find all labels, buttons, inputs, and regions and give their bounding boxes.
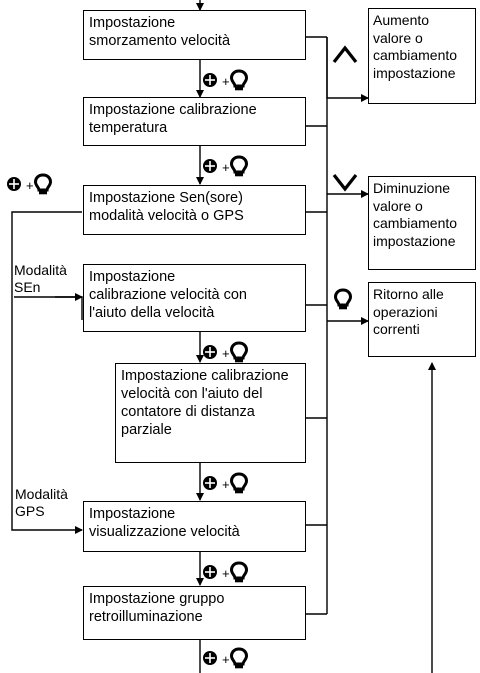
- branch-sen-line: [14, 296, 83, 320]
- box-temperatura: Impostazione calibrazione temperatura: [83, 97, 306, 146]
- bulb-button-icon: [34, 173, 52, 196]
- label-modalita-gps: Modalità GPS: [15, 486, 68, 519]
- clock-button-icon: [202, 158, 218, 174]
- combo-1: +: [202, 69, 248, 92]
- mode-branch-connectors: [11, 211, 83, 534]
- box-ritorno: Ritorno alle operazioni correnti: [368, 282, 476, 357]
- right-connectors: [306, 36, 436, 673]
- clock-button-icon: [202, 564, 218, 580]
- clock-button-icon: [202, 344, 218, 360]
- clock-button-icon: [202, 475, 218, 491]
- bulb-button-icon: [230, 341, 248, 364]
- plus-sign: +: [26, 178, 34, 193]
- box-smorzamento: Impostazione smorzamento velocità: [83, 10, 306, 60]
- label-modalita-sen: Modalità SEn: [14, 262, 67, 295]
- bulb-button-icon: [230, 561, 248, 584]
- combo-left: +: [6, 173, 52, 196]
- bulb-button-icon: [230, 647, 248, 670]
- arrow-to-aumento: [326, 37, 369, 102]
- box-retroilluminazione: Impostazione gruppo retroilluminazione: [83, 586, 306, 640]
- chevron-up-icon: [332, 45, 358, 63]
- plus-sign: +: [222, 74, 230, 89]
- box-diminuzione: Diminuzione valore o cambiamento imposta…: [368, 176, 476, 270]
- combo-3: +: [202, 341, 248, 364]
- box-sensore: Impostazione Sen(sore) modalità velocità…: [83, 185, 306, 235]
- plus-sign: +: [222, 566, 230, 581]
- box-calib-velocita: Impostazione calibrazione velocità con l…: [83, 264, 306, 332]
- plus-sign: +: [222, 346, 230, 361]
- combo-4: +: [202, 472, 248, 495]
- bulb-button-icon: [334, 288, 352, 311]
- branch-gps-arrow: [11, 211, 83, 534]
- box-aumento: Aumento valore o cambiamento impostazion…: [368, 8, 476, 104]
- plus-sign: +: [222, 652, 230, 667]
- bulb-button-icon: [230, 69, 248, 92]
- clock-button-icon: [202, 650, 218, 666]
- plus-sign: +: [222, 160, 230, 175]
- bulb-button-icon: [230, 472, 248, 495]
- combo-5: +: [202, 561, 248, 584]
- box-calib-distanza: Impostazione calibrazione velocità con l…: [115, 363, 306, 463]
- combo-2: +: [202, 155, 248, 178]
- clock-button-icon: [6, 176, 22, 192]
- bulb-button-icon: [230, 155, 248, 178]
- chevron-down-icon: [332, 174, 358, 192]
- box-visualizzazione: Impostazione visualizzazione velocità: [83, 501, 306, 552]
- combo-6: +: [202, 647, 248, 670]
- clock-button-icon: [202, 72, 218, 88]
- plus-sign: +: [222, 477, 230, 492]
